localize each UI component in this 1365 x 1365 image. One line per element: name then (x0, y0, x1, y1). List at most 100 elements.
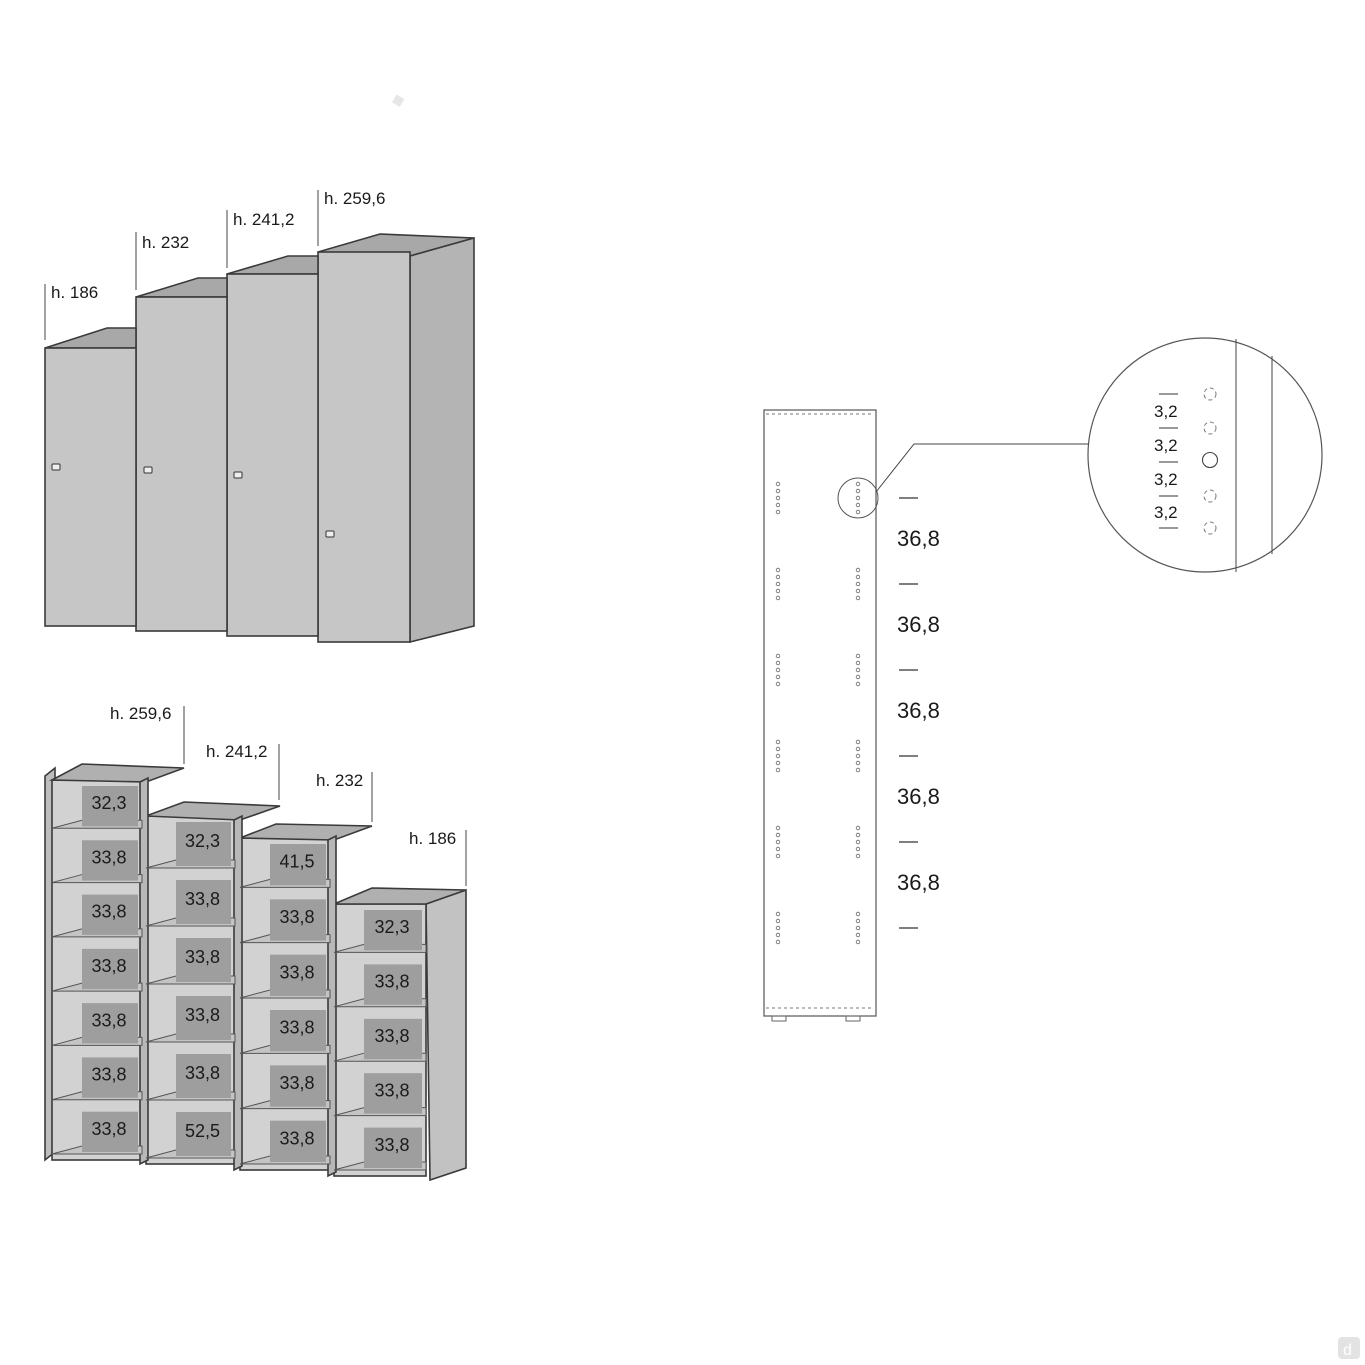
bookcase-cell-back (82, 786, 138, 827)
peg-hole (775, 481, 781, 487)
watermark-letter: d (1343, 1342, 1352, 1359)
peg-hole (775, 495, 781, 501)
bookcase-cell-back (82, 1057, 138, 1098)
bookcase-cell-back (82, 1003, 138, 1044)
bookcase-cell-height: 33,8 (91, 956, 126, 976)
bookcase-cell-height: 33,8 (279, 1073, 314, 1093)
bookcase-col-3 (239, 837, 331, 1171)
peg-hole (855, 825, 861, 831)
peg-hole (855, 925, 861, 931)
peg-hole (775, 832, 781, 838)
bookcase-cell-height: 32,3 (374, 917, 409, 937)
bookcase-cells: 32,3 33,8 33,8 33,8 33,8 33,8 33,8 32,3 33,8 33,8… (82, 786, 422, 1168)
bookcase-cell-height: 33,8 (185, 947, 220, 967)
bookcase-height-label-2: h. 241,2 (206, 742, 267, 761)
peg-hole (855, 832, 861, 838)
bookcase-cell-height: 33,8 (91, 1065, 126, 1085)
bookcase-cell-height: 33,8 (279, 962, 314, 982)
spacing-label: 36,8 (897, 526, 940, 551)
peg-hole (775, 574, 781, 580)
bookcase-top-2 (145, 801, 281, 821)
spacing-label: 36,8 (897, 870, 940, 895)
bookcase-cell-height: 33,8 (91, 902, 126, 922)
peg-hole (855, 667, 861, 673)
wardrobe-height-label-1: h. 186 (51, 283, 98, 302)
peg-hole (775, 595, 781, 601)
wardrobe-3-door (226, 273, 319, 637)
wardrobe-4-door (317, 251, 411, 643)
bookcase-cell-height: 33,8 (374, 1026, 409, 1046)
bookcase-right-side (425, 888, 467, 1182)
bookcase-cell-back (270, 1065, 326, 1107)
detail-pitch-label: 3,2 (1154, 436, 1178, 455)
peg-hole (775, 753, 781, 759)
bookcase-cell-back (270, 899, 326, 941)
wardrobe-height-label-4: h. 259,6 (324, 189, 385, 208)
peg-hole (855, 918, 861, 924)
peg-hole (775, 667, 781, 673)
peg-hole (775, 681, 781, 687)
wardrobe-2-door (135, 296, 228, 632)
bookcase-cell-height: 33,8 (185, 1005, 220, 1025)
bookcase-cell-back (364, 910, 422, 951)
peg-hole (855, 481, 861, 487)
peg-hole (775, 760, 781, 766)
bookcase-group: 32,3 33,8 33,8 33,8 33,8 33,8 33,8 32,3 33,8 33,8… (44, 704, 467, 1182)
detail-pitch-label: 3,2 (1154, 503, 1178, 522)
peg-hole (855, 502, 861, 508)
bookcase-height-label-4: h. 186 (409, 829, 456, 848)
peg-hole (775, 853, 781, 859)
bookcase-cell-back (176, 996, 231, 1040)
bookcase-cell-height: 33,8 (279, 1018, 314, 1038)
peg-hole (855, 595, 861, 601)
bookcase-cell-back (270, 1120, 326, 1162)
bookcase-cell-height: 41,5 (279, 852, 314, 872)
wardrobe-height-label-3: h. 241,2 (233, 210, 294, 229)
bookcase-cell-back (176, 1112, 231, 1156)
bookcase-cell-back (270, 954, 326, 996)
peg-hole (855, 588, 861, 594)
peg-hole (775, 846, 781, 852)
detail-hole (1203, 421, 1217, 435)
bookcase-cell-height: 33,8 (185, 889, 220, 909)
bookcase-top-1 (48, 763, 185, 783)
bookcase-cell-height: 33,8 (91, 847, 126, 867)
bookcase-height-label-3: h. 232 (316, 771, 363, 790)
bookcase-cell-back (176, 880, 231, 924)
peg-hole (855, 739, 861, 745)
bookcase-top-4 (333, 887, 467, 905)
bookcase-cell-back (82, 840, 138, 881)
peg-hole (775, 660, 781, 666)
peg-hole (855, 932, 861, 938)
peg-hole (775, 588, 781, 594)
bookcase-cell-height: 33,8 (279, 907, 314, 927)
peg-hole (775, 825, 781, 831)
peg-hole (775, 767, 781, 773)
peg-hole (775, 918, 781, 924)
peg-hole (855, 839, 861, 845)
spacing-label: 36,8 (897, 698, 940, 723)
peg-hole (855, 509, 861, 515)
brand-watermark: d (1338, 1337, 1360, 1359)
bookcase-cell-back (270, 844, 326, 886)
peg-hole (775, 925, 781, 931)
wardrobe-3-handle (233, 471, 243, 479)
wardrobe-4-handle (325, 530, 335, 538)
side-panel-foot-right (845, 1015, 861, 1022)
wardrobe-1-top (44, 327, 137, 349)
peg-hole (775, 653, 781, 659)
bookcase-cell-back (82, 1111, 138, 1152)
wardrobe-group: h. 186 h. 232 h. 241,2 h. 259,6 (44, 189, 475, 644)
bookcase-cell-back (176, 938, 231, 982)
peg-hole (855, 753, 861, 759)
peg-hole (855, 574, 861, 580)
wardrobe-1-door (44, 347, 137, 627)
peg-hole (855, 567, 861, 573)
bookcase-height-label-1: h. 259,6 (110, 704, 171, 723)
bookcase-cell-height: 32,3 (185, 831, 220, 851)
bookcase-cell-back (176, 1054, 231, 1098)
bookcase-col-2 (145, 815, 236, 1165)
bookcase-cell-height: 33,8 (279, 1128, 314, 1148)
peg-hole (775, 911, 781, 917)
